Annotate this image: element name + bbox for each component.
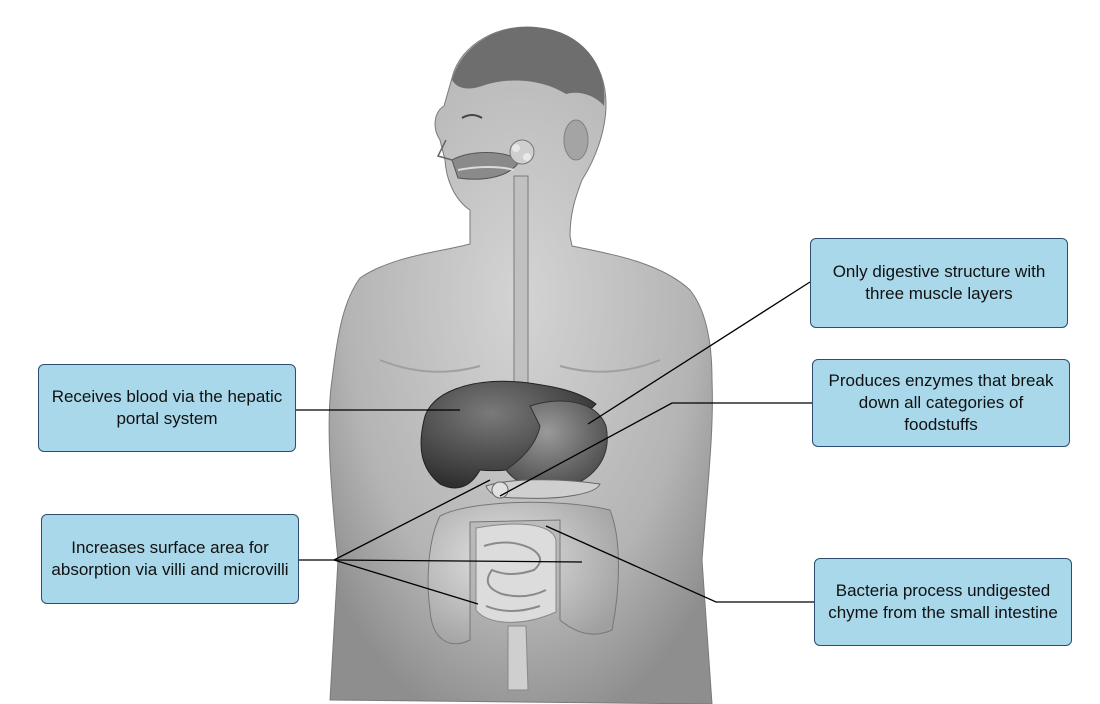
leader-line-small-intestine-c	[333, 559, 479, 605]
label-liver: Receives blood via the hepatic portal sy…	[38, 364, 296, 452]
leader-line-large-intestine	[545, 525, 814, 603]
label-large-intestine-text: Bacteria process undigested chyme from t…	[828, 581, 1058, 622]
label-stomach: Only digestive structure with three musc…	[810, 238, 1068, 328]
leader-line-small-intestine-a	[333, 479, 491, 561]
label-stomach-text: Only digestive structure with three musc…	[832, 262, 1046, 303]
leader-line-small-intestine-b	[333, 559, 583, 563]
label-large-intestine: Bacteria process undigested chyme from t…	[814, 558, 1072, 646]
label-small-intestine-text: Increases surface area for absorption vi…	[51, 538, 289, 579]
leader-line-pancreas	[499, 402, 812, 497]
label-small-intestine: Increases surface area for absorption vi…	[41, 514, 299, 604]
label-pancreas: Produces enzymes that break down all cat…	[812, 359, 1070, 447]
label-pancreas-text: Produces enzymes that break down all cat…	[828, 371, 1054, 434]
leader-line-stomach	[587, 281, 811, 425]
label-liver-text: Receives blood via the hepatic portal sy…	[51, 387, 283, 428]
leader-lines	[296, 281, 814, 605]
